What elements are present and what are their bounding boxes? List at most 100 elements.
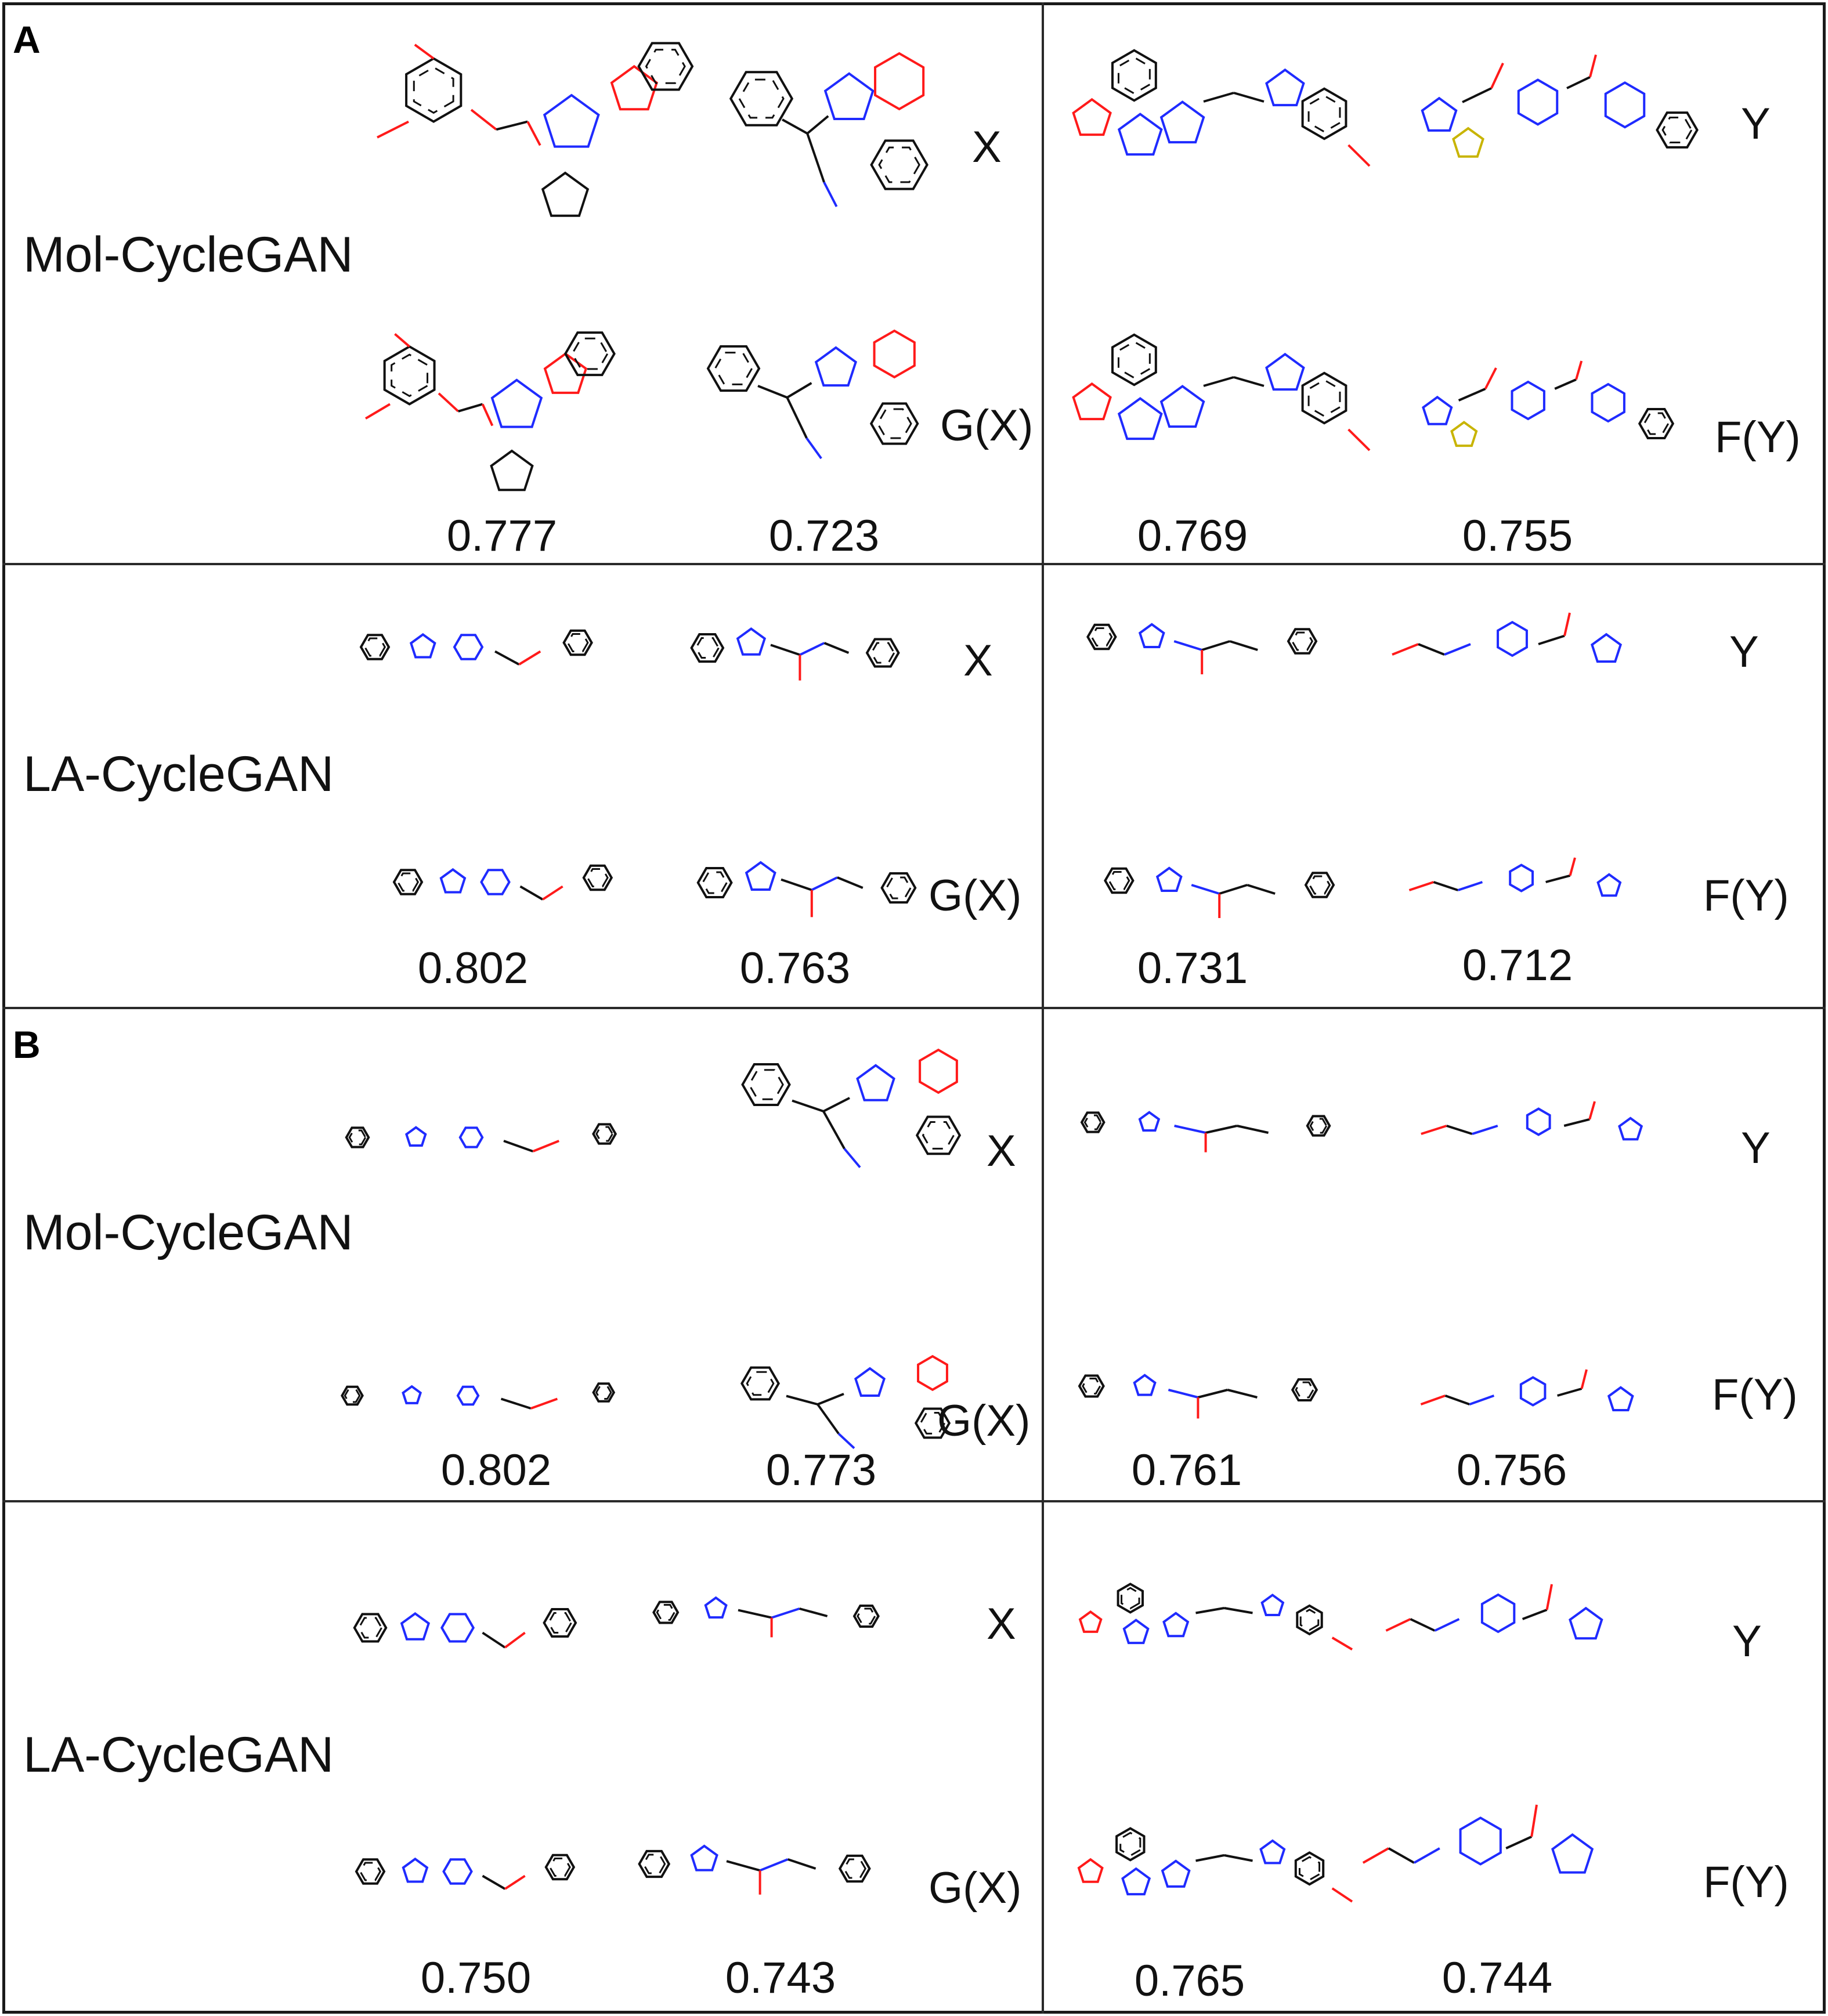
ring — [1161, 1859, 1191, 1888]
bond — [781, 878, 812, 891]
domain-tag-fy: F(Y) — [1712, 1370, 1798, 1419]
ring — [1078, 1374, 1105, 1398]
bond — [1462, 87, 1492, 103]
ring — [1497, 620, 1528, 657]
molecule-structure — [364, 325, 616, 505]
ring — [442, 1858, 473, 1885]
ring — [736, 627, 767, 656]
molecule-structure — [1068, 1822, 1353, 1932]
ring — [458, 1126, 484, 1148]
ring — [383, 345, 436, 406]
molecule-structure — [679, 836, 934, 940]
ring — [1162, 1612, 1190, 1638]
ring — [543, 93, 600, 148]
molecule-structure — [1387, 592, 1648, 696]
bond — [1538, 634, 1565, 645]
ring — [741, 1063, 791, 1107]
bond — [1554, 378, 1577, 390]
bond — [470, 109, 497, 131]
bond — [1563, 1118, 1590, 1127]
ring — [1459, 1816, 1502, 1866]
bond — [726, 1860, 761, 1872]
ring — [1260, 1594, 1285, 1617]
aromatic-bond — [391, 353, 429, 398]
aromatic-bond — [876, 408, 912, 439]
ring — [1259, 1839, 1286, 1865]
ring — [637, 42, 694, 91]
aromatic-bond — [922, 1121, 955, 1150]
ring — [1078, 1610, 1103, 1633]
molecule-structure — [1381, 1561, 1625, 1677]
bond — [837, 1432, 855, 1450]
bond — [805, 437, 822, 460]
ring — [814, 346, 857, 387]
aromatic-bond — [547, 1612, 573, 1634]
bond — [1331, 1636, 1353, 1651]
ring — [1618, 1117, 1643, 1141]
ring — [1072, 97, 1112, 136]
ring — [1301, 371, 1347, 425]
bond — [1247, 884, 1276, 895]
ring — [409, 633, 436, 659]
ring — [1104, 867, 1135, 894]
bond — [532, 1140, 559, 1152]
ring — [745, 861, 776, 891]
molecule-structure — [325, 1103, 650, 1172]
molecule-structure — [383, 839, 633, 926]
similarity-score: 0.802 — [440, 1446, 552, 1495]
similarity-score: 0.763 — [739, 944, 851, 993]
aromatic-bond — [363, 637, 386, 657]
bond — [837, 876, 864, 889]
molecule-structure — [345, 1578, 595, 1677]
ring — [1638, 408, 1675, 439]
molecule-drawing — [377, 42, 694, 217]
bond — [1233, 376, 1265, 387]
ring — [1115, 1827, 1146, 1862]
ring — [610, 64, 658, 111]
ring — [1607, 1386, 1634, 1411]
ring — [453, 634, 484, 660]
bond — [1530, 1804, 1538, 1837]
ring — [1304, 872, 1335, 898]
bond — [1197, 1389, 1228, 1399]
domain-tag-gx: G(X) — [937, 1396, 1031, 1446]
bond — [1392, 643, 1419, 656]
ring — [359, 634, 391, 660]
bond — [519, 885, 544, 901]
bond — [792, 1099, 824, 1112]
molecule-drawing — [729, 52, 929, 207]
molecule-structure — [615, 1822, 894, 1915]
bond — [1490, 62, 1504, 89]
bond — [817, 1393, 844, 1406]
bond — [1420, 1394, 1446, 1406]
aromatic-bond — [738, 78, 785, 119]
bond — [757, 385, 788, 399]
molecule-drawing — [690, 627, 900, 681]
molecule-structure — [673, 604, 917, 702]
aromatic-bond — [1307, 379, 1341, 417]
bond — [1203, 92, 1234, 103]
aromatic-bond — [885, 876, 912, 899]
bond — [1545, 874, 1571, 883]
ring — [1591, 382, 1625, 423]
bond — [1444, 643, 1471, 656]
molecule-drawing — [706, 329, 919, 460]
ring — [544, 1854, 576, 1881]
aromatic-bond — [595, 1385, 612, 1400]
ring — [405, 57, 463, 123]
similarity-score: 0.743 — [725, 1953, 836, 2003]
aromatic-bond — [1117, 341, 1151, 379]
aromatic-bond — [1309, 1118, 1328, 1134]
domain-tag-fy: F(Y) — [1703, 871, 1789, 920]
domain-tag-gx: G(X) — [929, 1863, 1022, 1913]
similarity-score: 0.769 — [1137, 511, 1248, 561]
molecule-drawing — [1421, 1101, 1643, 1141]
bond — [1227, 1389, 1258, 1399]
bond — [1408, 881, 1435, 891]
divider-a-rows — [2, 563, 1826, 565]
bond — [1219, 884, 1248, 895]
bond — [1580, 1369, 1588, 1389]
bond — [1569, 857, 1576, 876]
ring — [490, 449, 534, 492]
ring — [1296, 1604, 1323, 1636]
